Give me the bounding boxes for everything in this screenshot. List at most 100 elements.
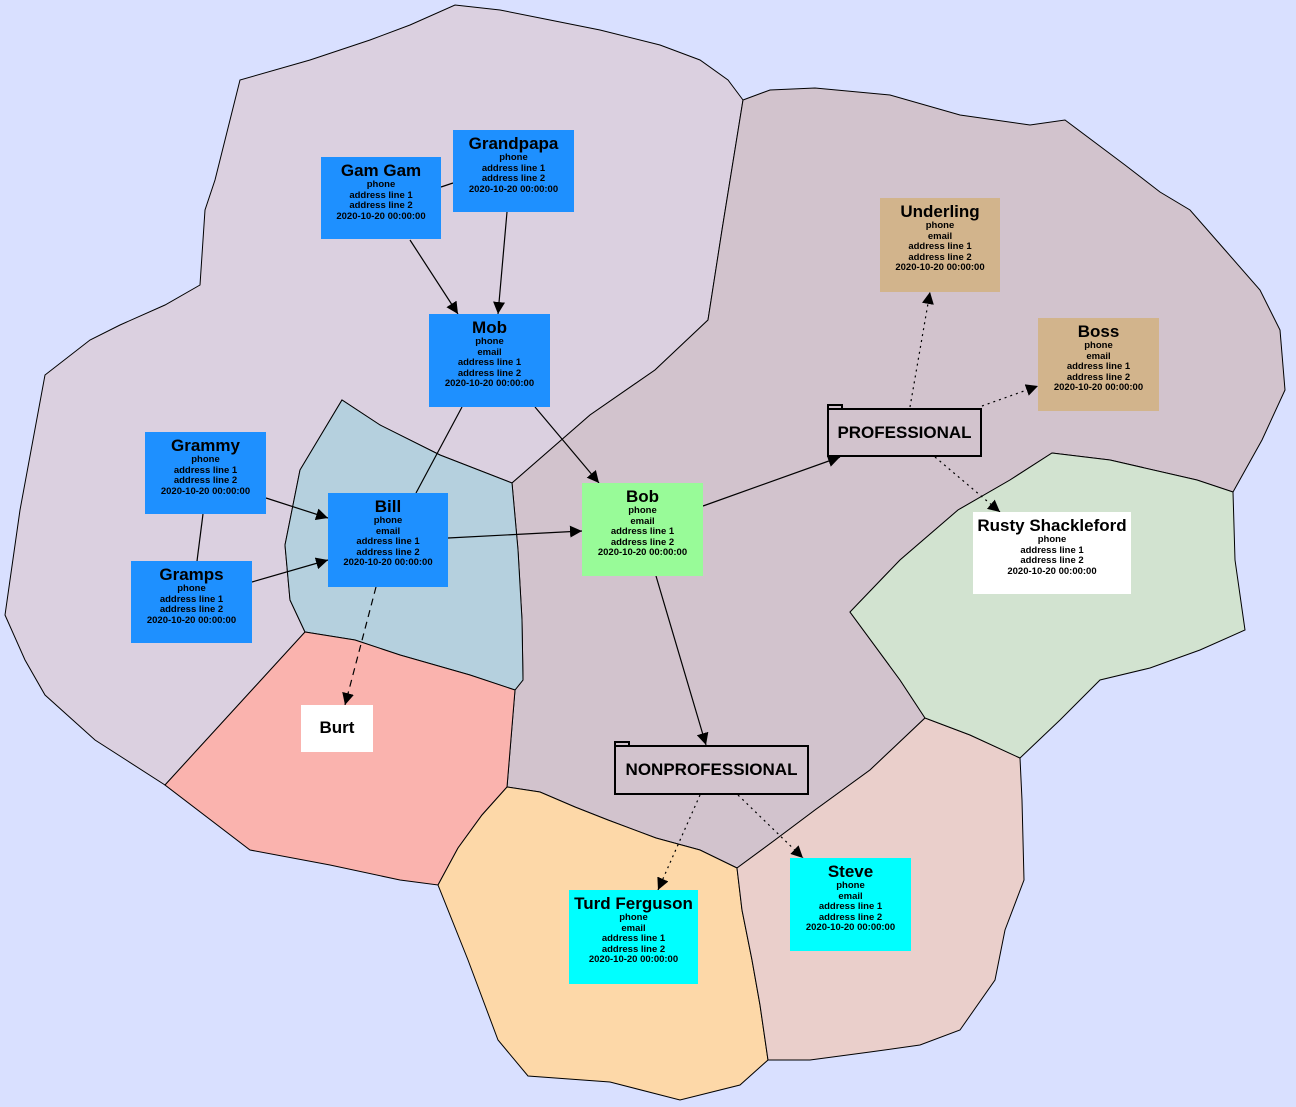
node-detail-line: 2020-10-20 00:00:00 [895, 262, 985, 273]
node-detail-line: 2020-10-20 00:00:00 [1053, 382, 1144, 393]
node-detail-line: address line 1 [481, 162, 546, 174]
node-detail-line: address line 2 [818, 911, 883, 923]
edge-professional-underling [909, 291, 934, 408]
node-detail-line: phone [628, 505, 657, 516]
node-detail-line: address line 1 [818, 901, 883, 912]
edge-grandpapa-mob [493, 211, 508, 315]
node-detail-line: email [1086, 350, 1111, 362]
node-detail-line: address line 2 [908, 251, 972, 263]
node-detail-line: 2020-10-20 00:00:00 [597, 547, 688, 558]
node-detail-line: phone [1084, 340, 1113, 351]
node-name: Boss [1077, 322, 1120, 341]
node-detail-line: 2020-10-20 00:00:00 [343, 557, 433, 568]
node-detail-line: address line 2 [356, 546, 420, 558]
node-name: Turd Ferguson [574, 894, 693, 913]
group-nonprofessional[interactable]: NONPROFESSIONAL [614, 741, 809, 795]
node-detail-line: email [927, 230, 953, 242]
edge-bob-professional [702, 455, 841, 507]
region-rusty [849, 452, 1246, 759]
node-detail-line: phone [619, 912, 648, 923]
node-detail-line: 2020-10-20 00:00:00 [444, 378, 535, 389]
folder-tab-icon [614, 741, 630, 747]
node-detail-line: phone [373, 515, 403, 526]
node-detail-line: address line 2 [1066, 371, 1131, 383]
node-detail-line: phone [499, 152, 528, 163]
node-detail-line: 2020-10-20 00:00:00 [160, 485, 251, 497]
node-name: Grandpapa [468, 134, 559, 153]
node-detail-line: address line 1 [601, 933, 666, 944]
node-detail-line: address line 1 [159, 593, 224, 605]
node-detail-line: address line 1 [908, 241, 972, 252]
node-detail-line: email [838, 890, 863, 902]
node-name: Grammy [171, 436, 240, 455]
node-detail-line: phone [475, 336, 504, 347]
edge-professional-boss [981, 384, 1039, 407]
node-detail-line: address line 1 [173, 464, 238, 476]
node-detail-line: address line 2 [1020, 555, 1084, 566]
node-name: Steve [827, 862, 874, 881]
node-detail-line: phone [191, 454, 220, 465]
edge-bill-burt [342, 586, 377, 706]
node-detail-line: email [621, 922, 646, 934]
edge-gramps-bill [251, 557, 329, 583]
node-detail-line: email [630, 515, 655, 527]
node-name: Underling [900, 202, 980, 221]
group-label: NONPROFESSIONAL [625, 760, 798, 779]
node-detail-line: 2020-10-20 00:00:00 [336, 210, 426, 222]
node-detail-line: phone [1037, 534, 1067, 545]
node-name: Bob [625, 487, 660, 506]
node-name: Burt [319, 718, 355, 737]
node-detail-line: 2020-10-20 00:00:00 [468, 183, 559, 195]
node-detail-line: address line 1 [349, 189, 413, 201]
node-name: Rusty Shackleford [977, 516, 1127, 535]
node-name: Gam Gam [340, 161, 422, 180]
edge-gamgam-grandpapa [440, 182, 454, 188]
node-detail-line: phone [366, 179, 396, 190]
folder-tab-icon [827, 404, 843, 410]
edge-gamgam-mob [409, 239, 459, 315]
node-detail-line: address line 1 [610, 526, 675, 537]
node-name: Mob [472, 318, 507, 337]
node-detail-line: address line 2 [349, 200, 413, 211]
edge-professional-rusty [934, 456, 1001, 513]
node-burt[interactable]: Burt [301, 705, 373, 752]
node-detail-line: email [375, 525, 401, 537]
node-detail-line: phone [177, 583, 206, 594]
edge-grammy-bill [265, 497, 329, 521]
node-detail-line: address line 2 [481, 173, 546, 184]
node-detail-line: 2020-10-20 00:00:00 [1007, 565, 1097, 577]
edge-bill-bob [447, 525, 583, 539]
node-name: Gramps [159, 565, 224, 584]
node-detail-line: address line 1 [1066, 361, 1131, 372]
edge-mob-bill [415, 406, 463, 494]
node-detail-line: 2020-10-20 00:00:00 [805, 922, 896, 933]
group-professional[interactable]: PROFESSIONAL [827, 404, 982, 457]
edge-bob-nonprofessional [655, 575, 709, 746]
edge-grammy-gramps [196, 513, 204, 562]
node-name: Bill [374, 497, 402, 516]
group-label: PROFESSIONAL [837, 422, 972, 442]
node-detail-line: phone [925, 220, 955, 231]
node-detail-line: address line 2 [173, 475, 238, 486]
